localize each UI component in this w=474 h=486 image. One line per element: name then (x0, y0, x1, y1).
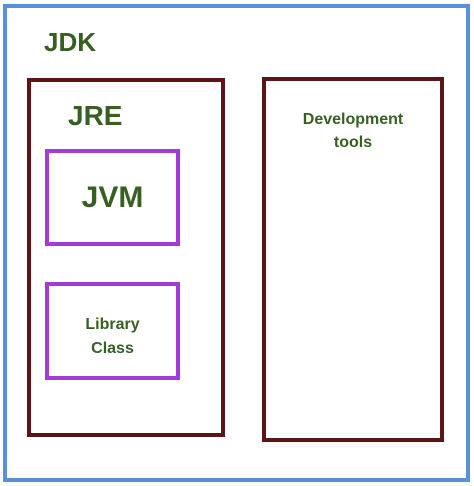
library-class-label: Library Class (45, 313, 180, 361)
jdk-label: JDK (44, 27, 97, 57)
jre-label: JRE (68, 100, 123, 131)
library-class-box (45, 282, 180, 380)
development-tools-label: Development tools (262, 108, 444, 154)
development-tools-label-line2: tools (333, 134, 373, 151)
development-tools-label-line1: Development (302, 111, 404, 128)
jre-box (27, 78, 225, 437)
library-class-label-line2: Class (91, 340, 134, 357)
jvm-label: JVM (81, 181, 144, 214)
jvm-box (45, 149, 180, 246)
library-class-label-line1: Library (85, 316, 140, 333)
development-tools-box (262, 77, 444, 442)
